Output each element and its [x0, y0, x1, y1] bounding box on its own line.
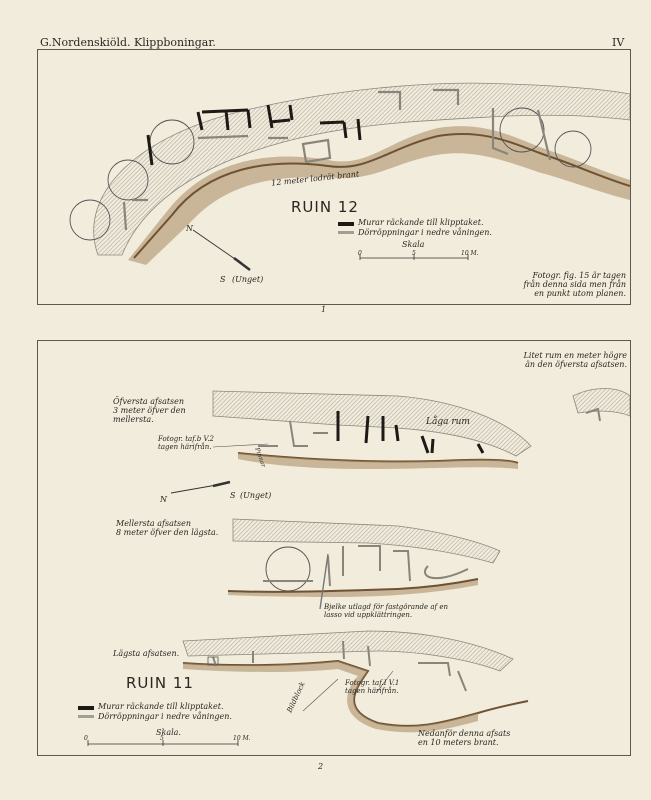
figure-1-panel: RUIN 12 12 meter lodrät brant N S (Unget… — [37, 49, 631, 305]
upper-ledge-overhang — [212, 390, 532, 457]
legend-door-swatch — [338, 231, 354, 234]
low-rooms-label: Låga rum — [426, 417, 470, 427]
lowest-ledge-edge — [182, 659, 529, 727]
cliff-note: Nedanför denna afsats en 10 meters brant… — [418, 729, 510, 747]
photo-note-top: Fotogr. taf.b V.2 tagen härifrån. — [158, 435, 214, 451]
scale-title: Skala — [402, 240, 425, 249]
photo-note: Fotogr. fig. 15 är tagen från denna sida… — [496, 271, 626, 298]
legend-door-swatch — [78, 715, 94, 718]
plate-header-title: G.Nordenskiöld. Klippboningar. — [40, 36, 216, 49]
note-line: Nedanför denna afsats — [418, 729, 511, 738]
scale-tick-5: 5 — [412, 250, 416, 257]
ruin-11-plan-drawing — [78, 388, 630, 746]
scale-tick-0: 0 — [84, 735, 88, 742]
north-label: N — [186, 224, 193, 233]
photo-note-bottom: Fotogr. taf.I V.1 tagen härifrån. — [345, 679, 399, 695]
lasso-beam — [319, 553, 329, 610]
scale-tick-10: 10 M. — [461, 250, 479, 257]
scale-bar — [359, 254, 469, 260]
label-line: Öfversta afsatsen — [113, 397, 185, 406]
full-height-walls — [146, 104, 362, 166]
note-line: tagen härifrån. — [345, 687, 399, 695]
scale-title: Skala. — [156, 728, 181, 737]
ruin-11-title: RUIN 11 — [126, 674, 194, 692]
cliff-edge-shading — [128, 126, 630, 265]
legend-walls-label: Murar räckande till klipptaket. — [358, 218, 484, 227]
scale-tick-0: 0 — [358, 250, 362, 257]
scale-tick-10: 10 M. — [233, 735, 251, 742]
label-line: 3 meter öfver den — [113, 406, 186, 415]
note-line: lasso vid uppklättringen. — [324, 611, 413, 619]
label-line: Mellersta afsatsen — [116, 519, 192, 528]
ruin-12-plan-drawing — [69, 82, 630, 271]
note-line: Fotogr. taf.b V.2 — [158, 435, 214, 443]
upper-ledge-label: Öfversta afsatsen 3 meter öfver den mell… — [113, 397, 186, 424]
middle-ledge-overhang — [232, 518, 501, 564]
legend-walls-label: Murar räckande till klipptaket. — [98, 702, 224, 711]
kiva — [107, 159, 149, 201]
south-label: S — [220, 275, 226, 284]
south-note: (Unget) — [232, 275, 264, 284]
south-label: S — [230, 491, 236, 500]
legend-doors-label: Dörröppningar i nedre våningen. — [358, 228, 492, 237]
note-line: Litet rum en meter högre — [523, 351, 627, 360]
plate-number: IV — [612, 36, 625, 49]
kiva — [69, 199, 111, 241]
lower-storey-walls — [122, 88, 552, 231]
note-line: tagen härifrån. — [158, 443, 212, 451]
photo-note-line: en punkt utom planen. — [534, 289, 626, 298]
note-line: en 10 meters brant. — [418, 738, 499, 747]
figure-1-number: 1 — [321, 305, 327, 314]
south-note: (Unget) — [240, 491, 272, 500]
legend-wall-swatch — [338, 222, 354, 226]
lowest-ledge-overhang — [182, 630, 514, 672]
north-label: N — [160, 495, 167, 504]
label-line: mellersta. — [113, 415, 154, 424]
kiva — [265, 546, 311, 592]
beam-note: Bjelke utlagd för fastgörande af en lass… — [324, 603, 448, 619]
scale-bar — [87, 740, 239, 746]
middle-ledge-label: Mellersta afsatsen 8 meter öfver den läg… — [116, 519, 218, 537]
small-room-overhang — [572, 388, 630, 417]
legend-doors-label: Dörröppningar i nedre våningen. — [98, 712, 232, 721]
legend-wall-swatch — [78, 706, 94, 710]
kiva — [499, 107, 545, 153]
note-line: Bjelke utlagd för fastgörande af en — [324, 603, 448, 611]
figure-2-number: 2 — [318, 762, 324, 771]
note-line: Fotogr. taf.I V.1 — [345, 679, 400, 687]
scale-tick-5: 5 — [160, 735, 164, 742]
note-line: än den öfversta afsatsen. — [525, 360, 627, 369]
photo-note-line: Fotogr. fig. 15 är tagen — [532, 271, 626, 280]
kiva — [554, 130, 592, 168]
figure-2-panel: Litet rum en meter högre än den öfversta… — [37, 340, 631, 756]
label-line: 8 meter öfver den lägsta. — [116, 528, 219, 537]
lowest-ledge-label: Lägsta afsatsen. — [113, 649, 180, 658]
ruin-12-title: RUIN 12 — [291, 198, 359, 216]
small-room-note: Litet rum en meter högre än den öfversta… — [503, 351, 627, 369]
photo-note-line: från denna sida men från — [523, 280, 626, 289]
